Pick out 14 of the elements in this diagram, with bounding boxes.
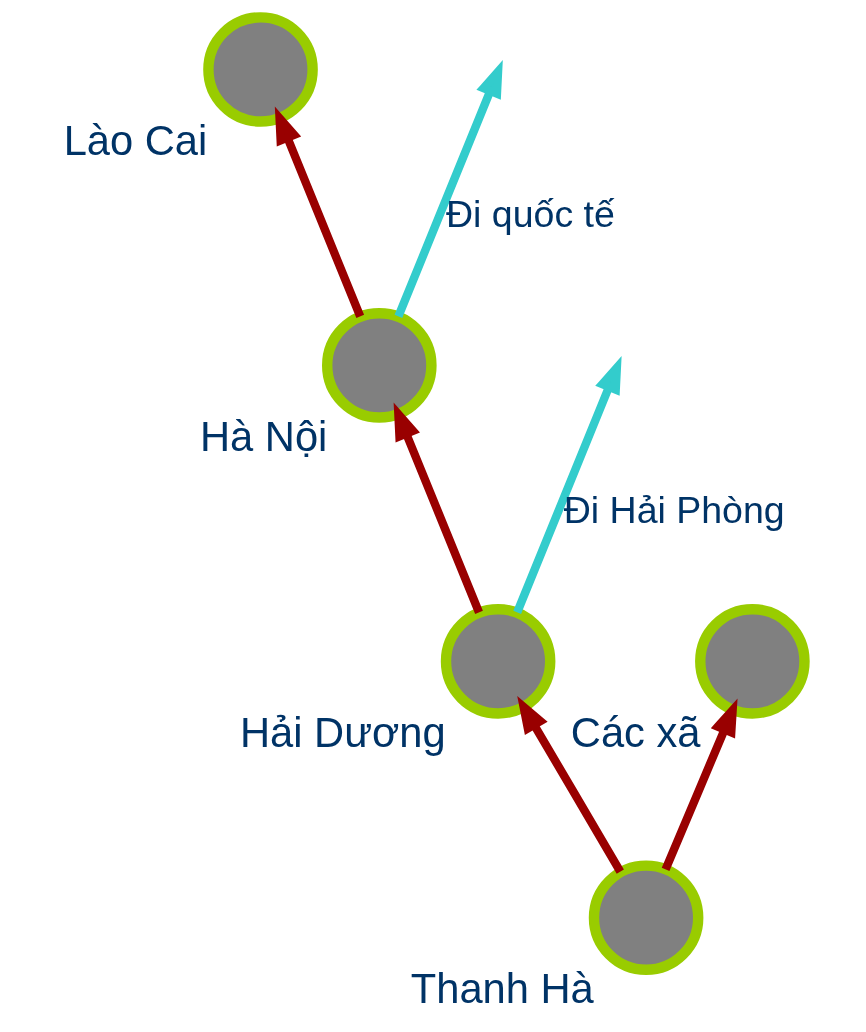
arrow	[393, 402, 483, 614]
node-circle	[440, 603, 555, 719]
edge-label: Đi quốc tế	[445, 192, 615, 235]
arrow	[661, 698, 738, 871]
arrow	[512, 355, 622, 614]
arrow	[394, 59, 503, 318]
node-label: Lào Cai	[63, 116, 207, 164]
node-label: Hà Nội	[199, 412, 327, 460]
node-label: Các xã	[570, 708, 701, 756]
node-label: Thanh Hà	[410, 964, 594, 1012]
arrow	[274, 106, 364, 318]
arrow	[516, 695, 624, 874]
node-label: Hải Dương	[239, 708, 446, 756]
edge-label: Đi Hải Phòng	[563, 488, 785, 531]
